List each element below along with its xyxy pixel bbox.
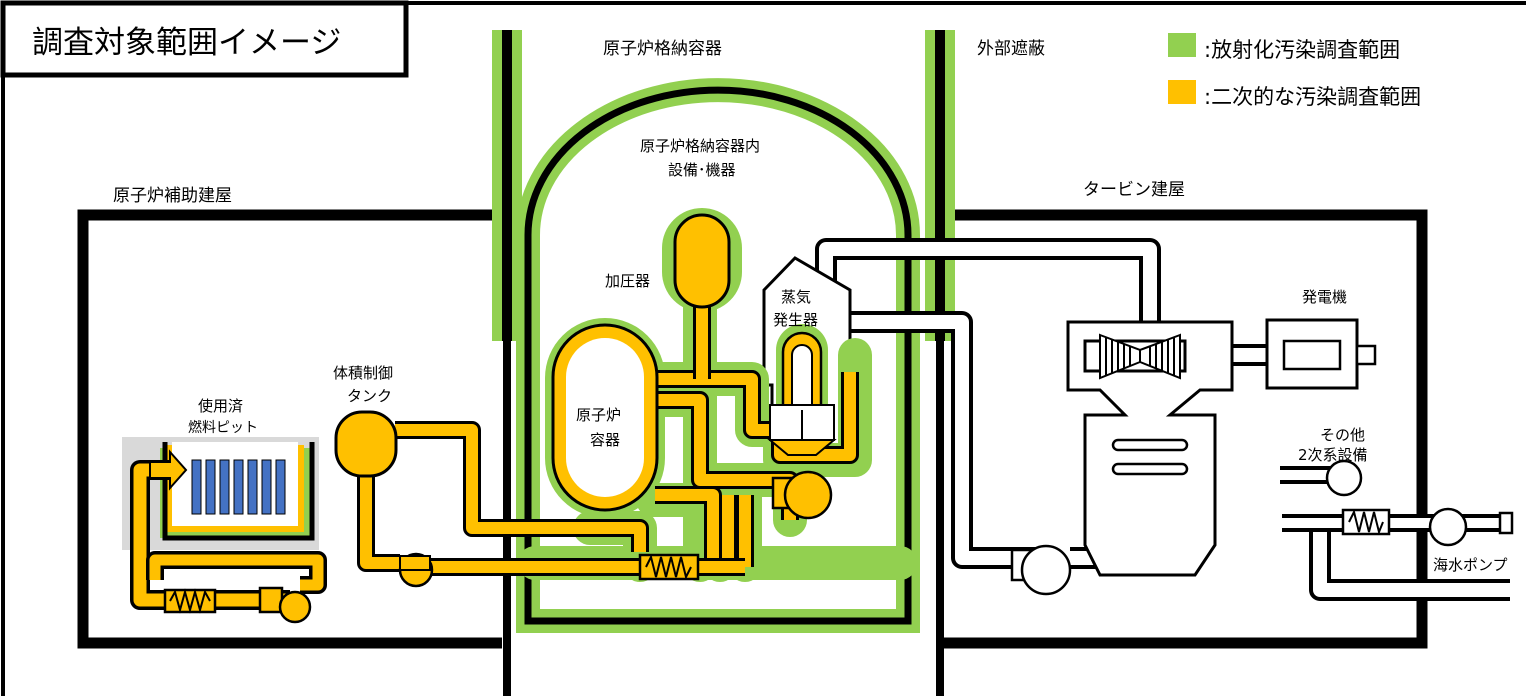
seawater-pump — [1428, 507, 1514, 547]
label-pressurizer: 加圧器 — [605, 272, 650, 290]
label-vct-2: タンク — [347, 387, 392, 405]
regenerative-heat-exchanger — [638, 553, 700, 581]
auxiliary-building-wall — [77, 209, 502, 649]
label-spent-fuel-1: 使用済 — [198, 397, 243, 415]
label-generator: 発電機 — [1302, 288, 1347, 306]
containment-vessel — [516, 78, 920, 633]
seawater-heat-exchanger — [1341, 508, 1391, 536]
title: 調査対象範囲イメージ — [32, 25, 341, 61]
volume-control-tank — [334, 410, 398, 478]
legend: :放射化汚染調査範囲 :二次的な汚染調査範囲 — [1168, 33, 1421, 109]
turbine-condenser — [1066, 320, 1234, 577]
reactor-coolant-pump — [771, 470, 833, 520]
label-other-secondary-1: その他 — [1320, 426, 1365, 444]
label-steam-generator-1: 蒸気 — [781, 288, 811, 306]
spent-fuel-cooler — [163, 588, 217, 614]
title-box: 調査対象範囲イメージ — [0, 0, 409, 78]
other-secondary-pump — [1325, 459, 1363, 497]
legend-label-activated: :放射化汚染調査範囲 — [1204, 38, 1400, 62]
spent-fuel-pump — [258, 586, 312, 624]
flow-arrow — [149, 449, 188, 491]
reactor-vessel — [551, 323, 659, 512]
label-spent-fuel-2: 燃料ピット — [188, 419, 258, 436]
label-turbine-building: タービン建屋 — [1083, 180, 1185, 200]
legend-swatch-secondary — [1168, 80, 1196, 104]
turbine-building-wall — [937, 209, 1428, 649]
label-steam-generator-2: 発生器 — [773, 311, 818, 329]
steam-generator-tubes — [767, 331, 837, 456]
label-external-shield: 外部遮蔽 — [977, 39, 1045, 59]
label-containment-internals-2: 設備･機器 — [668, 161, 736, 179]
label-reactor-vessel-1: 原子炉 — [576, 406, 621, 424]
generator — [1265, 318, 1377, 390]
label-other-secondary-2: 2次系設備 — [1298, 446, 1368, 464]
pressurizer — [673, 213, 731, 309]
label-reactor-vessel-2: 容器 — [590, 431, 620, 449]
external-shield-wall-right — [925, 30, 955, 341]
legend-label-secondary: :二次的な汚染調査範囲 — [1204, 85, 1421, 109]
label-vct-1: 体積制御 — [333, 364, 393, 382]
charging-pump — [398, 552, 434, 588]
condensate-pump — [1010, 544, 1072, 596]
label-containment: 原子炉格納容器 — [603, 39, 722, 59]
label-containment-internals-1: 原子炉格納容器内 — [640, 137, 760, 155]
label-seawater-pump: 海水ポンプ — [1433, 556, 1508, 574]
legend-swatch-activated — [1168, 33, 1196, 57]
fuel-assemblies — [191, 459, 286, 515]
label-auxiliary-building: 原子炉補助建屋 — [113, 186, 232, 206]
